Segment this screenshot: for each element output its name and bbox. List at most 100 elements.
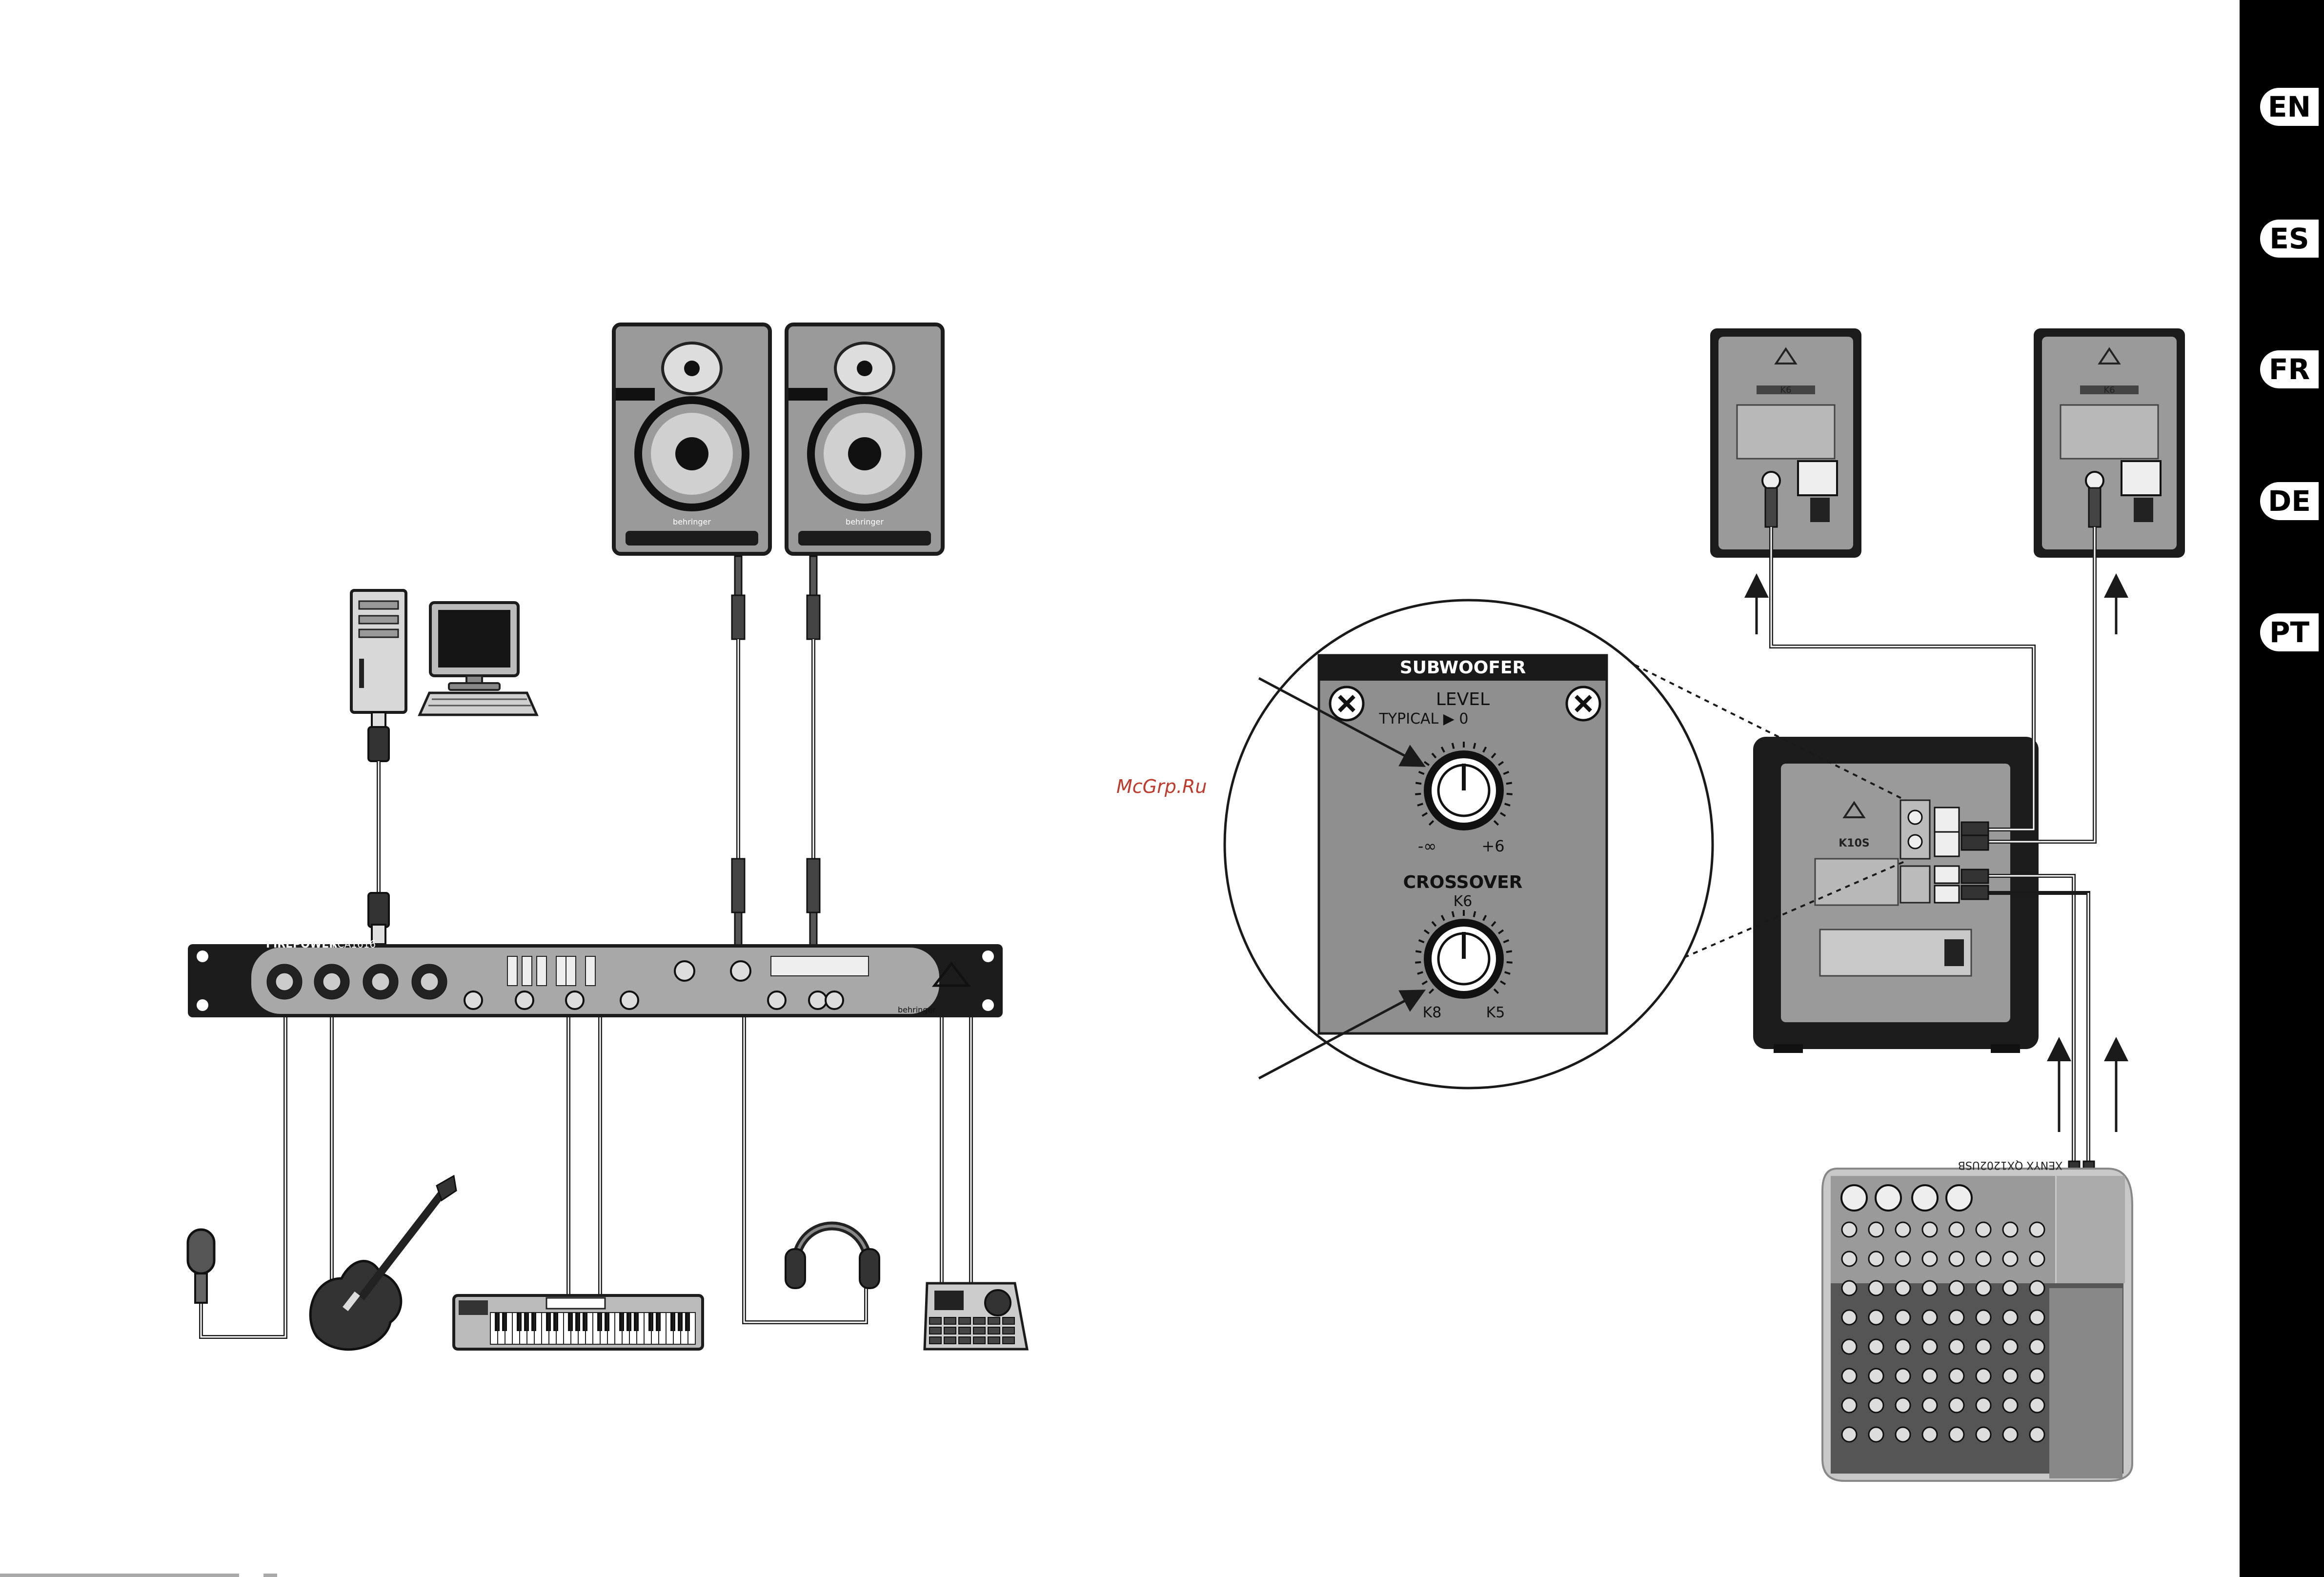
panel-screw-left <box>1330 687 1363 720</box>
lang-tab-pt[interactable]: PT <box>2260 613 2319 651</box>
mixer: XENYX QX1202USB <box>1822 1159 2132 1481</box>
lang-tab-de[interactable]: DE <box>2260 482 2319 520</box>
level-label: LEVEL <box>1436 689 1490 709</box>
computer-monitor <box>420 603 537 715</box>
mixer-knob <box>2003 1339 2018 1354</box>
mixer-knob <box>1896 1398 1910 1413</box>
lang-tab-es[interactable]: ES <box>2260 220 2319 258</box>
mixer-knob <box>1869 1427 1883 1442</box>
monitor-right-brand: behringer <box>846 517 884 526</box>
drum-pad <box>930 1317 941 1324</box>
language-sidebar: EN ES FR DE PT <box>2240 0 2324 1577</box>
drum-pad <box>973 1327 985 1334</box>
studio-monitor-left: behringer <box>614 324 770 554</box>
drum-pad <box>973 1317 985 1324</box>
drum-pad <box>944 1337 956 1344</box>
mixer-knob <box>1922 1222 1937 1237</box>
mixer-knob <box>1896 1310 1910 1325</box>
knob-tick <box>1453 743 1454 749</box>
subwoofer-controls-closeup: SUBWOOFER LEVEL TYPICAL ▶ 0 -∞ +6 <box>1225 600 1713 1088</box>
drum-machine <box>925 1283 1027 1349</box>
level-max-label: +6 <box>1481 837 1504 855</box>
drum-pad <box>973 1337 985 1344</box>
mixer-knob <box>2003 1369 2018 1383</box>
headphones <box>786 1226 879 1289</box>
interface-name: FIREPOWER <box>266 938 337 950</box>
mixer-knob <box>1949 1427 1964 1442</box>
drum-pad <box>988 1327 1000 1334</box>
drum-pad <box>930 1327 941 1334</box>
mixer-knob <box>1922 1427 1937 1442</box>
mixer-knob <box>1869 1252 1883 1266</box>
mixer-knob <box>1869 1310 1883 1325</box>
computer-tower <box>351 590 406 712</box>
knob-tick <box>1415 951 1421 952</box>
monitor-left-brand: behringer <box>673 517 711 526</box>
mixer-knob <box>1896 1281 1910 1295</box>
mixer-knob <box>1922 1281 1937 1295</box>
mixer-knob <box>1869 1398 1883 1413</box>
mixer-knob <box>1869 1339 1883 1354</box>
mixer-knob <box>1976 1369 1991 1383</box>
monitor-rear-right: K6 <box>2034 328 2185 558</box>
knob-tick <box>1474 911 1475 917</box>
panel-title: SUBWOOFER <box>1400 658 1526 678</box>
mixer-knob <box>1842 1222 1857 1237</box>
mixer-knob <box>1896 1427 1910 1442</box>
drum-pad <box>944 1317 956 1324</box>
mixer-knob <box>1976 1252 1991 1266</box>
mixer-knob <box>1976 1398 1991 1413</box>
mixer-knob <box>1842 1252 1857 1266</box>
mixer-knob <box>1922 1369 1937 1383</box>
mixer-knob <box>2030 1339 2044 1354</box>
mixer-knob <box>1896 1369 1910 1383</box>
drum-pad <box>1003 1317 1014 1324</box>
midi-keyboard <box>454 1295 703 1349</box>
mixer-name: XENYX QX1202USB <box>1958 1159 2062 1171</box>
mixer-knob <box>1922 1339 1937 1354</box>
mixer-knob <box>1842 1427 1857 1442</box>
mixer-knob <box>1976 1310 1991 1325</box>
drum-pad <box>959 1337 970 1344</box>
mixer-knob <box>1842 1398 1857 1413</box>
mixer-knob <box>2030 1310 2044 1325</box>
crossover-top-label: K6 <box>1454 893 1473 910</box>
interface-input-cables <box>201 1017 971 1337</box>
interface-model: FCA1616 <box>332 938 376 950</box>
mixer-knob <box>1949 1310 1964 1325</box>
crossover-max-label: K5 <box>1486 1004 1505 1021</box>
lang-tab-en[interactable]: EN <box>2260 88 2319 126</box>
mixer-knob <box>2030 1281 2044 1295</box>
mixer-knob <box>1842 1369 1857 1383</box>
mixer-knob <box>1949 1252 1964 1266</box>
mixer-knob <box>2003 1252 2018 1266</box>
mixer-knob <box>1869 1369 1883 1383</box>
drum-pad <box>1003 1337 1014 1344</box>
knob-tick <box>1415 962 1421 963</box>
mixer-knob <box>1842 1339 1857 1354</box>
mixer-knob <box>1949 1222 1964 1237</box>
level-min-label: -∞ <box>1418 837 1436 855</box>
mixer-knob <box>1896 1252 1910 1266</box>
knob-tick <box>1506 951 1512 952</box>
lang-tab-fr[interactable]: FR <box>2260 350 2319 388</box>
mixer-knob <box>1976 1339 1991 1354</box>
mixer-knob <box>2030 1222 2044 1237</box>
mixer-knob <box>2030 1252 2044 1266</box>
crossover-label: CROSSOVER <box>1403 872 1523 892</box>
mixer-knob <box>2003 1281 2018 1295</box>
audio-interface: FIREPOWER FCA1616 behringer <box>188 938 1003 1017</box>
mixer-knob <box>1949 1339 1964 1354</box>
mixer-knob <box>1896 1222 1910 1237</box>
usb-cable <box>368 712 389 944</box>
mixer-knob <box>1842 1310 1857 1325</box>
drum-pad <box>988 1337 1000 1344</box>
mixer-knob <box>1869 1281 1883 1295</box>
mixer-knob <box>1949 1369 1964 1383</box>
mixer-knob <box>2003 1222 2018 1237</box>
mixer-knob <box>1922 1398 1937 1413</box>
mixer-knob <box>1869 1222 1883 1237</box>
mixer-knob <box>1896 1339 1910 1354</box>
mixer-knob <box>2003 1310 2018 1325</box>
